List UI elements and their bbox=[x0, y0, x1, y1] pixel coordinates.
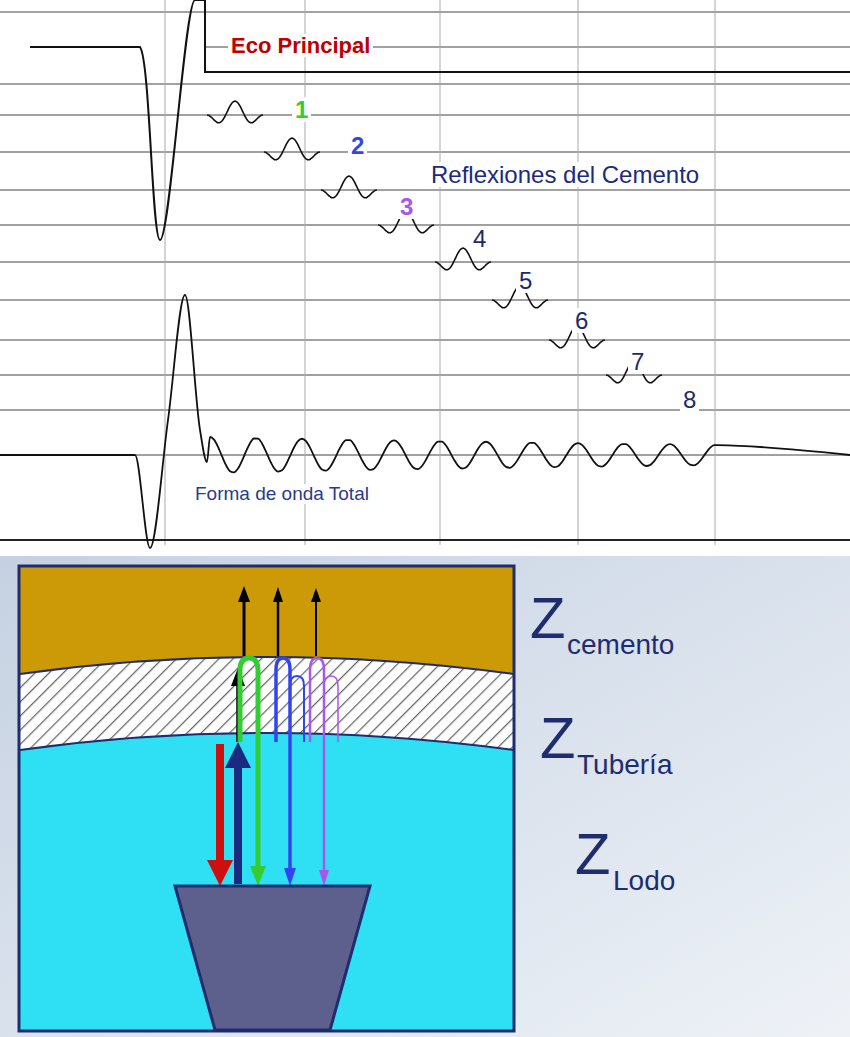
arrow-head bbox=[284, 868, 296, 886]
grid-line bbox=[0, 339, 850, 340]
reflection-wavelet bbox=[264, 138, 320, 160]
cement-layer bbox=[20, 567, 513, 674]
time-axis bbox=[0, 539, 850, 541]
arrow-head bbox=[207, 860, 233, 886]
transmitted-arrow bbox=[277, 600, 280, 656]
main-echo-arrow bbox=[234, 766, 242, 884]
impedance-symbol: Z bbox=[540, 708, 575, 769]
callout-number: 4 bbox=[470, 226, 489, 251]
pipe-mud-boundary bbox=[20, 733, 513, 750]
mud-layer bbox=[20, 733, 513, 1030]
reflection-wavelet bbox=[321, 176, 377, 198]
callout-number: 5 bbox=[516, 268, 535, 293]
slide-ground bbox=[0, 556, 850, 1037]
reflection-wavelet bbox=[435, 248, 491, 270]
impedance-subscript: cemento bbox=[567, 630, 674, 659]
grid-line bbox=[0, 11, 850, 12]
grid-line bbox=[0, 374, 850, 375]
arrow-head bbox=[238, 586, 250, 602]
transducer bbox=[175, 886, 370, 1030]
arrow-head bbox=[311, 588, 321, 602]
reflection-2-loop bbox=[290, 676, 304, 742]
grid-line bbox=[0, 189, 850, 190]
echo-label: Eco Principal bbox=[228, 34, 373, 57]
callout-number: 7 bbox=[628, 349, 647, 374]
grid-line bbox=[0, 83, 850, 84]
callout-number: 3 bbox=[397, 194, 416, 219]
reflection-3-loop bbox=[324, 676, 338, 742]
total-waveform bbox=[0, 295, 850, 548]
cement-pipe-boundary bbox=[20, 657, 513, 674]
grid-line bbox=[0, 114, 850, 115]
impedance-symbol: Z bbox=[530, 588, 565, 649]
arrow-head bbox=[273, 587, 283, 602]
transmitted-arrow bbox=[315, 600, 317, 656]
grid-line bbox=[715, 0, 716, 545]
callout-number: 1 bbox=[292, 97, 311, 122]
impedance-symbol: Z bbox=[575, 824, 610, 885]
transmitted-arrow bbox=[243, 600, 246, 656]
traces bbox=[0, 0, 850, 548]
grid-line bbox=[0, 409, 850, 410]
grid-line bbox=[0, 299, 850, 300]
grid-line bbox=[0, 151, 850, 152]
main-echo-trace bbox=[30, 0, 850, 240]
waveform-label: Forma de onda Total bbox=[192, 484, 372, 504]
grid-line bbox=[305, 0, 306, 545]
impedance-subscript: Lodo bbox=[613, 866, 675, 895]
reflections-label: Reflexiones del Cemento bbox=[428, 162, 702, 187]
reflection-2 bbox=[276, 658, 290, 870]
incident-arrow bbox=[216, 744, 224, 862]
callout-number: 6 bbox=[572, 308, 591, 333]
arrow-head bbox=[225, 742, 251, 768]
grid-line bbox=[0, 224, 850, 225]
reflection-1 bbox=[240, 658, 258, 868]
chart-ground bbox=[0, 0, 850, 556]
grid-line bbox=[578, 0, 579, 545]
grid-line bbox=[0, 261, 850, 262]
reflection-wavelet bbox=[207, 101, 263, 123]
grid bbox=[0, 0, 850, 545]
impedance-subscript: Tubería bbox=[577, 750, 672, 779]
arrow-head bbox=[250, 866, 266, 886]
callout-number: 2 bbox=[348, 133, 367, 158]
reflection-3 bbox=[310, 658, 324, 872]
callout-number: 8 bbox=[680, 387, 699, 412]
arrow-head bbox=[319, 870, 329, 886]
grid-line bbox=[440, 0, 441, 545]
grid-line bbox=[165, 0, 166, 545]
panel-border bbox=[19, 566, 514, 1031]
